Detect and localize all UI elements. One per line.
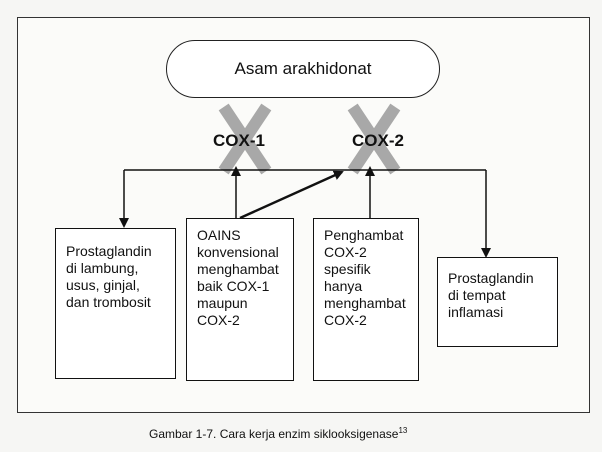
box-cox2-inhibitor: Penghambat COX-2 spesifik hanya menghamb… — [313, 218, 419, 381]
figure-caption: Gambar 1-7. Cara kerja enzim siklooksige… — [149, 426, 407, 441]
x-mark-cox2 — [347, 103, 401, 175]
arrow-oains-to-cox2 — [239, 170, 344, 220]
cox2-label: COX-2 — [352, 131, 404, 150]
arachidonic-acid-node: Asam arakhidonat — [166, 40, 440, 98]
cox1-label: COX-1 — [213, 131, 265, 150]
x-mark-cox1 — [218, 103, 272, 175]
box-oains: OAINS konvensional menghambat baik COX-1… — [186, 218, 294, 381]
caption-text: Gambar 1-7. Cara kerja enzim siklooksige… — [149, 427, 399, 441]
box-prostaglandin-inflamasi: Prostaglandin di tempat inflamasi — [437, 257, 558, 347]
caption-reference: 13 — [398, 426, 408, 435]
box-prostaglandin-gi: Prostaglandin di lambung, usus, ginjal, … — [55, 228, 176, 379]
